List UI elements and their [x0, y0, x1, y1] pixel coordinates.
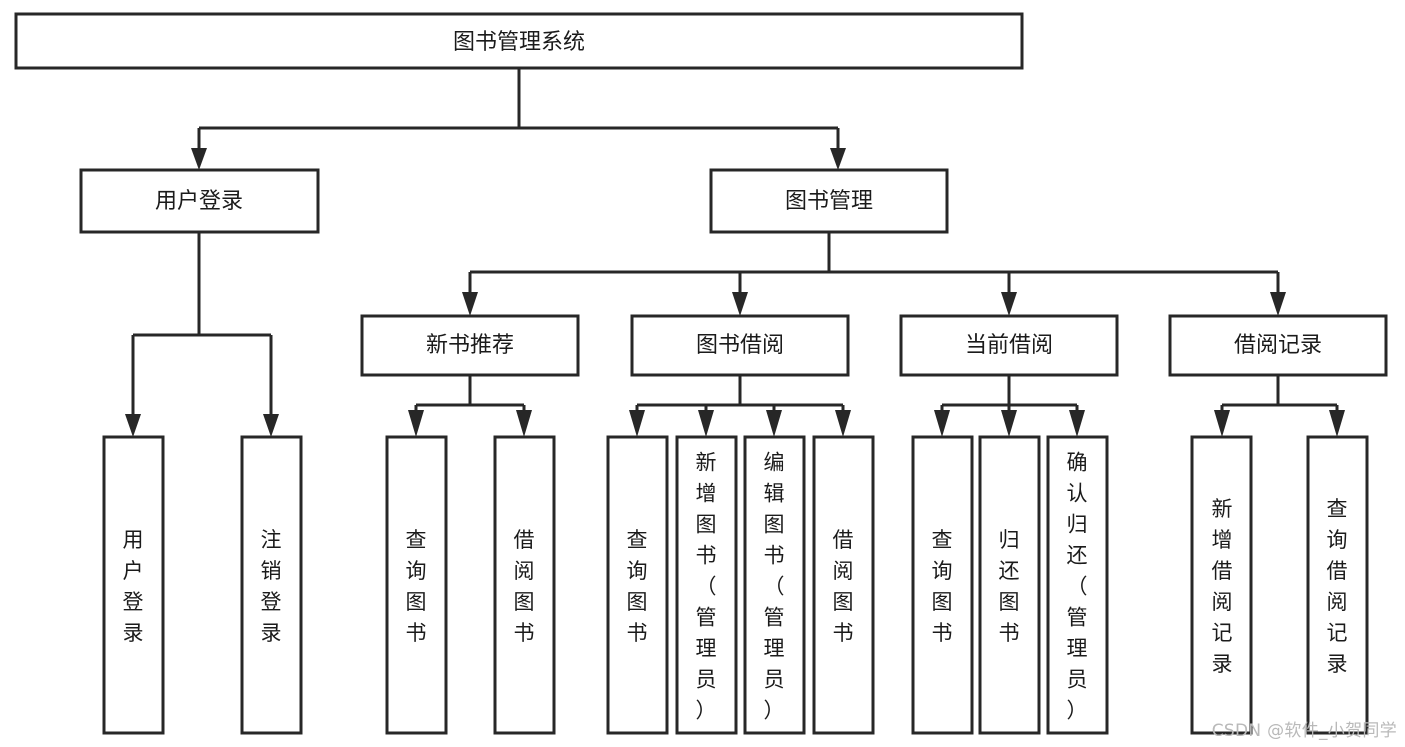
node-newbook[interactable]: 新书推荐	[360, 314, 580, 377]
node-leaf-return-book-label: 归还图书	[999, 528, 1020, 645]
node-leaf-query-book-2-box[interactable]	[606, 435, 669, 735]
node-borrow-label: 图书借阅	[696, 333, 784, 358]
node-login[interactable]: 用户登录	[79, 168, 320, 234]
node-current-label: 当前借阅	[965, 333, 1053, 358]
node-current[interactable]: 当前借阅	[899, 314, 1119, 377]
arrowhead-leaf-user-login	[125, 414, 141, 437]
node-leaf-query-book-1[interactable]: 查询图书	[385, 435, 448, 735]
node-borrow-box[interactable]	[630, 314, 850, 377]
node-leaf-query-book-3-box[interactable]	[911, 435, 974, 735]
node-leaf-query-book-3-label: 查询图书	[932, 528, 953, 645]
node-leaf-add-book-box[interactable]	[675, 435, 738, 735]
node-newbook-box[interactable]	[360, 314, 580, 377]
node-records-label: 借阅记录	[1234, 333, 1322, 358]
node-leaf-borrow-book-2[interactable]: 借阅图书	[812, 435, 875, 735]
node-leaf-confirm-return-label: 确认归还（管理员）	[1067, 451, 1088, 723]
node-leaf-user-login-label: 用户登录	[123, 528, 144, 645]
arrowhead-leaf-query-book-2	[629, 410, 645, 437]
node-leaf-add-record-label: 新增借阅记录	[1212, 497, 1233, 676]
edges-layer	[125, 68, 1345, 437]
node-leaf-borrow-book-2-label: 借阅图书	[833, 528, 854, 645]
arrowhead-leaf-edit-book	[766, 410, 782, 437]
arrowhead-leaf-query-book-3	[934, 410, 950, 437]
arrowhead-leaf-query-record	[1329, 410, 1345, 437]
node-root-box[interactable]	[14, 12, 1024, 70]
arrowhead-borrow	[732, 292, 748, 316]
node-leaf-edit-book-box[interactable]	[743, 435, 806, 735]
node-login-box[interactable]	[79, 168, 320, 234]
node-leaf-logout-label: 注销登录	[261, 528, 282, 645]
node-bookmgmt-label: 图书管理	[785, 189, 873, 214]
node-leaf-confirm-return-box[interactable]	[1046, 435, 1109, 735]
node-leaf-borrow-book-1[interactable]: 借阅图书	[493, 435, 556, 735]
node-borrow[interactable]: 图书借阅	[630, 314, 850, 377]
node-leaf-user-login-box[interactable]	[102, 435, 165, 735]
arrowhead-leaf-borrow-book-2	[835, 410, 851, 437]
arrowhead-leaf-add-record	[1214, 410, 1230, 437]
node-root-label: 图书管理系统	[453, 30, 585, 55]
arrowhead-leaf-query-book-1	[408, 410, 424, 437]
node-leaf-query-record-box[interactable]	[1306, 435, 1369, 735]
node-leaf-logout-box[interactable]	[240, 435, 303, 735]
arrowhead-bookmgmt	[830, 148, 846, 170]
node-leaf-query-book-2[interactable]: 查询图书	[606, 435, 669, 735]
arrowhead-leaf-confirm-return	[1069, 410, 1085, 437]
node-leaf-query-book-3[interactable]: 查询图书	[911, 435, 974, 735]
node-leaf-confirm-return[interactable]: 确认归还（管理员）	[1046, 435, 1109, 735]
node-leaf-edit-book[interactable]: 编辑图书（管理员）	[743, 435, 806, 735]
node-leaf-query-book-1-box[interactable]	[385, 435, 448, 735]
node-login-label: 用户登录	[155, 189, 243, 214]
arrowhead-login	[191, 148, 207, 170]
node-leaf-logout[interactable]: 注销登录	[240, 435, 303, 735]
node-leaf-add-record[interactable]: 新增借阅记录	[1190, 435, 1253, 735]
node-leaf-edit-book-label: 编辑图书（管理员）	[764, 451, 785, 723]
node-leaf-return-book[interactable]: 归还图书	[978, 435, 1041, 735]
node-leaf-query-book-2-label: 查询图书	[627, 528, 648, 645]
node-current-box[interactable]	[899, 314, 1119, 377]
node-leaf-query-book-1-label: 查询图书	[406, 528, 427, 645]
node-root[interactable]: 图书管理系统	[14, 12, 1024, 70]
csdn-watermark: CSDN @软件_小贺同学	[1211, 721, 1397, 741]
node-bookmgmt-box[interactable]	[709, 168, 949, 234]
node-records-box[interactable]	[1168, 314, 1388, 377]
node-leaf-query-record[interactable]: 查询借阅记录	[1306, 435, 1369, 735]
node-leaf-add-record-box[interactable]	[1190, 435, 1253, 735]
node-leaf-borrow-book-1-box[interactable]	[493, 435, 556, 735]
node-bookmgmt[interactable]: 图书管理	[709, 168, 949, 234]
arrowhead-leaf-add-book	[698, 410, 714, 437]
node-leaf-borrow-book-2-box[interactable]	[812, 435, 875, 735]
arrowhead-leaf-logout	[263, 414, 279, 437]
node-records[interactable]: 借阅记录	[1168, 314, 1388, 377]
arrowhead-records	[1270, 292, 1286, 316]
node-leaf-add-book-label: 新增图书（管理员）	[696, 451, 717, 723]
arrowhead-leaf-return-book	[1001, 410, 1017, 437]
arrowhead-current	[1001, 292, 1017, 316]
node-leaf-return-book-box[interactable]	[978, 435, 1041, 735]
node-newbook-label: 新书推荐	[426, 333, 514, 358]
node-leaf-borrow-book-1-label: 借阅图书	[514, 528, 535, 645]
arrowhead-newbook	[462, 292, 478, 316]
node-leaf-add-book[interactable]: 新增图书（管理员）	[675, 435, 738, 735]
node-leaf-query-record-label: 查询借阅记录	[1327, 497, 1348, 676]
node-leaf-user-login[interactable]: 用户登录	[102, 435, 165, 735]
arrowhead-leaf-borrow-book-1	[516, 410, 532, 437]
